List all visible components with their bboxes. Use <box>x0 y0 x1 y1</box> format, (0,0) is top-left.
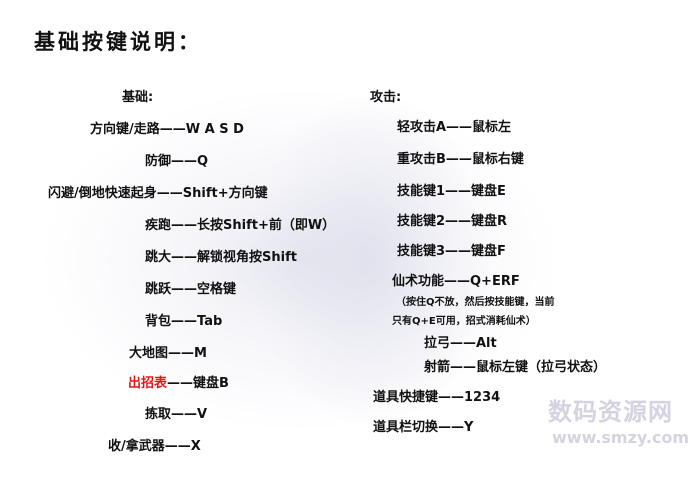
key-item: 仙术功能——Q+ERF <box>392 274 520 289</box>
highlight-rest: ——键盘B <box>167 376 229 391</box>
note-line: （按住Q不放，然后按技能键，当前 <box>396 297 555 308</box>
key-item: 射箭——鼠标左键（拉弓状态） <box>424 360 607 375</box>
key-item: 技能键3——键盘F <box>397 244 506 259</box>
key-item: 道具快捷键——1234 <box>373 390 501 405</box>
key-item: 重攻击B——鼠标右键 <box>397 152 524 167</box>
attack-header: 攻击: <box>370 90 402 105</box>
basic-header: 基础: <box>122 90 154 105</box>
key-item: 收/拿武器——X <box>108 439 201 454</box>
key-item: 疾跑——长按Shift+前（即W） <box>145 218 336 233</box>
key-item: 拉弓——Alt <box>424 336 497 351</box>
key-item: 技能键1——键盘E <box>397 184 506 199</box>
key-item: 大地图——M <box>129 346 207 361</box>
highlight-label: 出招表 <box>128 376 168 391</box>
key-item: 防御——Q <box>145 154 209 169</box>
key-item-highlight: 出招表——键盘B <box>128 372 229 391</box>
key-item: 闪避/倒地快速起身——Shift+方向键 <box>48 186 268 201</box>
watermark: 数码资源网 <box>548 398 673 426</box>
key-item: 方向键/走路——W A S D <box>90 122 244 137</box>
key-item: 跳大——解锁视角按Shift <box>145 250 297 265</box>
calligraphy-background <box>250 90 490 430</box>
page-title: 基础按键说明： <box>34 29 202 54</box>
key-item: 技能键2——键盘R <box>397 214 508 229</box>
note-line: 只有Q+E可用，招式消耗仙术） <box>392 316 536 327</box>
key-item: 背包——Tab <box>145 314 223 329</box>
key-item: 跳跃——空格键 <box>145 282 237 297</box>
key-item: 道具栏切换——Y <box>373 420 474 435</box>
key-item: 拣取——V <box>145 407 208 422</box>
watermark-url: www.smzy.com <box>552 428 690 447</box>
key-item: 轻攻击A——鼠标左 <box>397 120 512 135</box>
